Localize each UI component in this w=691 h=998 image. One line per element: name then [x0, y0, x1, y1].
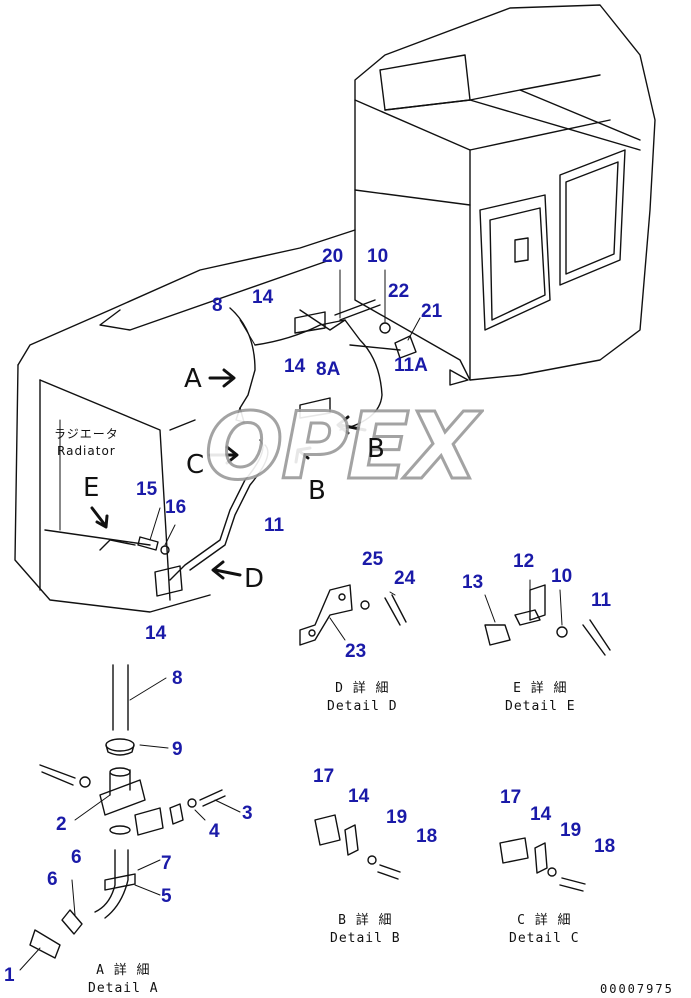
view-letter-E: E: [83, 473, 100, 503]
callout-16: 16: [165, 497, 187, 518]
callout-18-b: 18: [416, 826, 438, 847]
callout-3: 3: [242, 803, 253, 824]
callout-1: 1: [4, 965, 15, 986]
callout-13: 13: [462, 572, 484, 593]
detail-b-drawing: [314, 814, 401, 880]
callout-6a: 6: [71, 847, 82, 868]
detail-a-caption-en: Detail A: [88, 980, 159, 996]
detail-e-caption-jp: E 詳 細: [513, 681, 568, 696]
detail-d-drawing: [299, 584, 407, 646]
document-number: 00007975: [600, 982, 674, 996]
callout-19-c: 19: [560, 820, 582, 841]
callout-8-low: 8: [172, 668, 183, 689]
detail-d-caption-en: Detail D: [327, 698, 398, 714]
detail-a-caption: A 詳 細 Detail A: [88, 962, 159, 997]
view-arrows: [90, 368, 367, 580]
callout-8A: 8A: [316, 359, 341, 380]
detail-e-caption: E 詳 細 Detail E: [505, 680, 576, 715]
callout-17-b: 17: [313, 766, 335, 787]
callout-19-b: 19: [386, 807, 408, 828]
view-letter-D: D: [244, 564, 265, 594]
callout-22: 22: [388, 281, 410, 302]
view-letter-B-second: B: [308, 476, 326, 506]
callout-11-main: 11: [264, 515, 285, 536]
callout-9: 9: [172, 739, 183, 760]
hose-routing: [99, 299, 401, 581]
callout-14-c: 14: [530, 804, 552, 825]
callout-23: 23: [345, 641, 367, 662]
callout-14-mid: 14: [284, 356, 306, 377]
callout-7: 7: [161, 853, 172, 874]
callout-6b: 6: [47, 869, 58, 890]
callout-8-top: 8: [212, 295, 223, 316]
callout-14-b: 14: [348, 786, 370, 807]
detail-c-caption-jp: C 詳 細: [517, 913, 572, 928]
leader-lines: [19, 269, 563, 971]
detail-c-drawing: [499, 837, 586, 892]
callout-24: 24: [394, 568, 416, 589]
detail-e-caption-en: Detail E: [505, 698, 576, 714]
detail-b-caption: B 詳 細 Detail B: [330, 912, 401, 947]
detail-d-caption: D 詳 細 Detail D: [327, 680, 398, 715]
callout-14-top: 14: [252, 287, 274, 308]
callout-12: 12: [513, 551, 535, 572]
callout-4: 4: [209, 821, 220, 842]
watermark: OPEX: [203, 392, 479, 502]
main-clamps: [137, 311, 417, 597]
view-letter-B: B: [367, 434, 385, 464]
detail-b-caption-en: Detail B: [330, 930, 401, 946]
hood-outline: [14, 229, 356, 613]
detail-c-caption-en: Detail C: [509, 930, 580, 946]
callout-11A: 11A: [394, 355, 428, 376]
callout-25: 25: [362, 549, 384, 570]
callout-2: 2: [56, 814, 67, 835]
detail-a-drawing: [29, 664, 226, 959]
callout-5: 5: [161, 886, 172, 907]
detail-d-caption-jp: D 詳 細: [335, 681, 390, 696]
radiator-label: ラジエータ Radiator: [54, 426, 119, 460]
radiator-label-en: Radiator: [57, 443, 116, 458]
detail-e-drawing: [484, 584, 611, 656]
cab-outline: [354, 4, 656, 386]
callout-21: 21: [421, 301, 443, 322]
detail-a-caption-jp: A 詳 細: [96, 963, 151, 978]
view-letter-C: C: [186, 450, 205, 480]
callout-18-c: 18: [594, 836, 616, 857]
callout-10-top: 10: [367, 246, 389, 267]
callout-10-e: 10: [551, 566, 573, 587]
callout-17-c: 17: [500, 787, 522, 808]
callout-11-e: 11: [591, 590, 612, 611]
view-letter-A: A: [184, 364, 202, 394]
radiator-label-jp: ラジエータ: [54, 427, 119, 441]
callout-14-bottom: 14: [145, 623, 167, 644]
detail-b-caption-jp: B 詳 細: [338, 913, 393, 928]
callout-15: 15: [136, 479, 158, 500]
callout-20: 20: [322, 246, 344, 267]
detail-c-caption: C 詳 細 Detail C: [509, 912, 580, 947]
